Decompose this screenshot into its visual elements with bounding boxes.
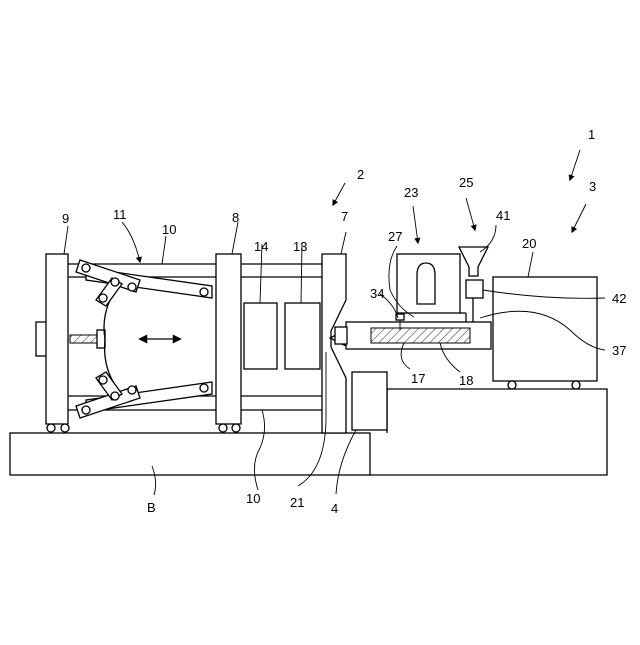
wheel (219, 424, 227, 432)
control-unit-4 (352, 372, 387, 430)
gas-cylinder-27 (417, 263, 435, 304)
label-20: 20 (522, 236, 536, 251)
mold-half-14 (244, 303, 277, 369)
wheel (508, 381, 516, 389)
label-4: 4 (331, 501, 338, 516)
label-2: 2 (357, 167, 364, 182)
label-10-top: 10 (162, 222, 176, 237)
actuator-housing (36, 322, 47, 356)
label-base-B: B (147, 500, 156, 515)
wheel (47, 424, 55, 432)
screw-18 (371, 328, 470, 343)
injection-unit-platform (370, 389, 607, 475)
label-34: 34 (370, 286, 384, 301)
wheel (61, 424, 69, 432)
label-17: 17 (411, 371, 425, 386)
label-3: 3 (589, 179, 596, 194)
label-18: 18 (459, 373, 473, 388)
label-14: 14 (254, 239, 268, 254)
moving-platen (216, 254, 241, 424)
label-11: 11 (113, 207, 127, 222)
label-37: 37 (612, 343, 626, 358)
label-7: 7 (341, 209, 348, 224)
rear-platen (46, 254, 68, 424)
label-25: 25 (459, 175, 473, 190)
label-1: 1 (588, 127, 595, 142)
label-41: 41 (496, 208, 510, 223)
label-9: 9 (62, 211, 69, 226)
drive-unit-20 (493, 277, 597, 381)
label-8: 8 (232, 210, 239, 225)
machine-base (10, 433, 370, 475)
drive-screw (70, 335, 100, 343)
label-13: 13 (293, 239, 307, 254)
wheel (232, 424, 240, 432)
injection-nozzle (335, 327, 347, 344)
label-42: 42 (612, 291, 626, 306)
label-10-bottom: 10 (246, 491, 260, 506)
feed-valve-42 (466, 280, 483, 298)
hopper-41 (459, 247, 488, 276)
label-23: 23 (404, 185, 418, 200)
label-21: 21 (290, 495, 304, 510)
wheel (572, 381, 580, 389)
label-27: 27 (388, 229, 402, 244)
mold-half-13 (285, 303, 320, 369)
